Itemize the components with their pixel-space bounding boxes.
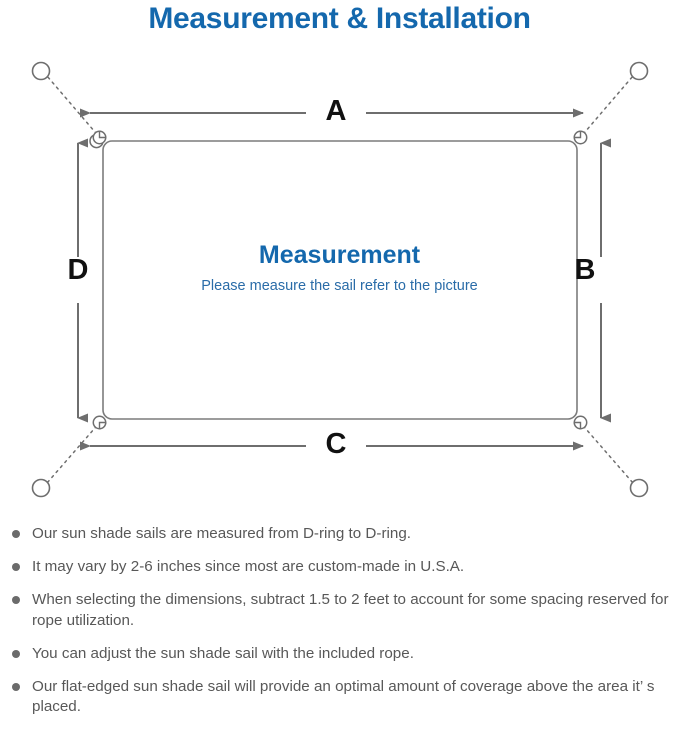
page-title: Measurement & Installation	[148, 2, 531, 35]
note-text: Our flat-edged sun shade sail will provi…	[32, 678, 655, 716]
rope-top-left	[46, 75, 102, 140]
dimension-label-b: B	[574, 254, 596, 286]
rope-top-right	[578, 75, 634, 140]
list-item: Our flat-edged sun shade sail will provi…	[0, 677, 679, 717]
sail-center-caption: Measurement Please measure the sail refe…	[0, 241, 679, 294]
diagram-svg	[31, 61, 649, 498]
list-item: Our sun shade sails are measured from D-…	[0, 524, 679, 544]
sail-measurement-diagram: A B C D Measurement Please measure the s…	[0, 45, 679, 515]
bullet-icon	[12, 596, 20, 605]
bullet-icon	[12, 563, 20, 572]
bullet-icon	[12, 530, 20, 538]
note-text: When selecting the dimensions, subtract …	[32, 591, 669, 629]
bullet-icon	[12, 649, 20, 658]
anchor-ring-top-left	[31, 61, 51, 81]
rope-bottom-right	[578, 420, 634, 484]
dimension-label-a: A	[325, 95, 347, 127]
d-ring-bottom-right-tab	[573, 421, 582, 430]
note-text: You can adjust the sun shade sail with t…	[32, 644, 414, 662]
dimension-label-c: C	[325, 428, 347, 460]
anchor-ring-bottom-right	[629, 478, 649, 498]
note-text: Our sun shade sails are measured from D-…	[32, 525, 411, 542]
d-ring-top-right-tab	[573, 130, 582, 139]
list-item: You can adjust the sun shade sail with t…	[0, 644, 679, 664]
bullet-icon	[12, 683, 20, 692]
rope-bottom-left	[46, 420, 102, 484]
dimension-label-d: D	[67, 254, 89, 286]
list-item: It may vary by 2-6 inches since most are…	[0, 557, 679, 577]
notes-list: Our sun shade sails are measured from D-…	[0, 524, 679, 731]
note-text: It may vary by 2-6 inches since most are…	[32, 558, 465, 576]
sail-body	[102, 140, 578, 420]
d-ring-bottom-left-tab	[98, 421, 107, 430]
anchor-ring-top-right	[629, 61, 649, 81]
d-ring-top-left-tab	[98, 130, 107, 139]
list-item: When selecting the dimensions, subtract …	[0, 590, 679, 630]
anchor-ring-bottom-left	[31, 478, 51, 498]
measurement-subheading: Please measure the sail refer to the pic…	[201, 278, 478, 294]
measurement-heading: Measurement	[258, 241, 421, 269]
